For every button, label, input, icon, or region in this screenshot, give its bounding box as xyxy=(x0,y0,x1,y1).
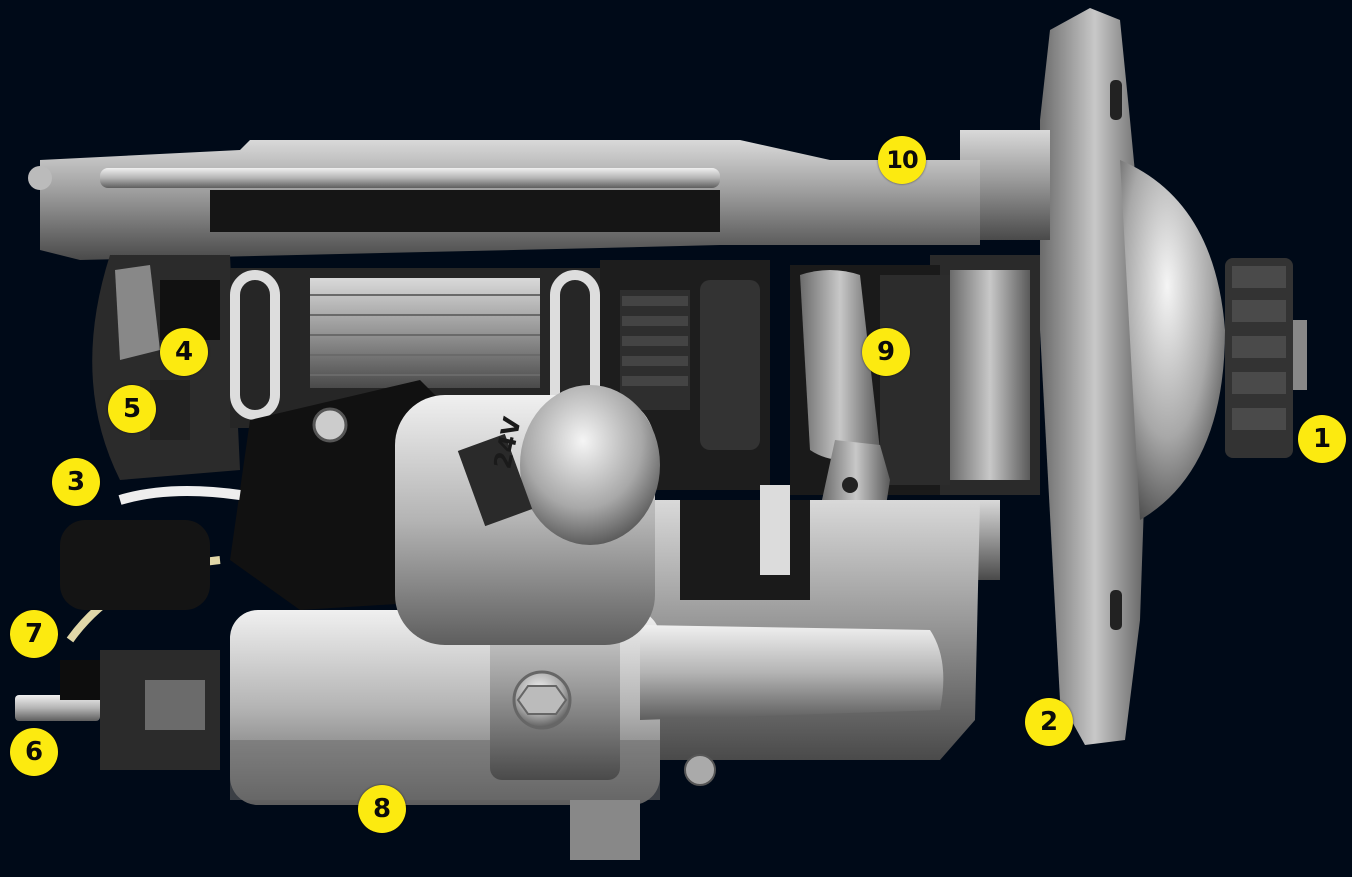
solenoid xyxy=(230,380,660,645)
callout-marker-6: 6 xyxy=(10,728,58,776)
callout-marker-2: 2 xyxy=(1025,698,1073,746)
motor-cylinder xyxy=(230,610,944,860)
callout-marker-1: 1 xyxy=(1298,415,1346,463)
planetary-gear xyxy=(600,260,770,490)
pinion-gear xyxy=(1225,258,1307,458)
callout-marker-8: 8 xyxy=(358,785,406,833)
callout-marker-4: 4 xyxy=(160,328,208,376)
callout-marker-7: 7 xyxy=(10,610,58,658)
callout-marker-5: 5 xyxy=(108,385,156,433)
overrunning-clutch xyxy=(790,265,950,495)
mounting-flange xyxy=(1040,8,1225,745)
callout-marker-9: 9 xyxy=(862,328,910,376)
callout-marker-10: 10 xyxy=(878,136,926,184)
yoke-housing-top xyxy=(28,140,980,260)
callout-marker-3: 3 xyxy=(52,458,100,506)
terminals xyxy=(15,486,241,770)
